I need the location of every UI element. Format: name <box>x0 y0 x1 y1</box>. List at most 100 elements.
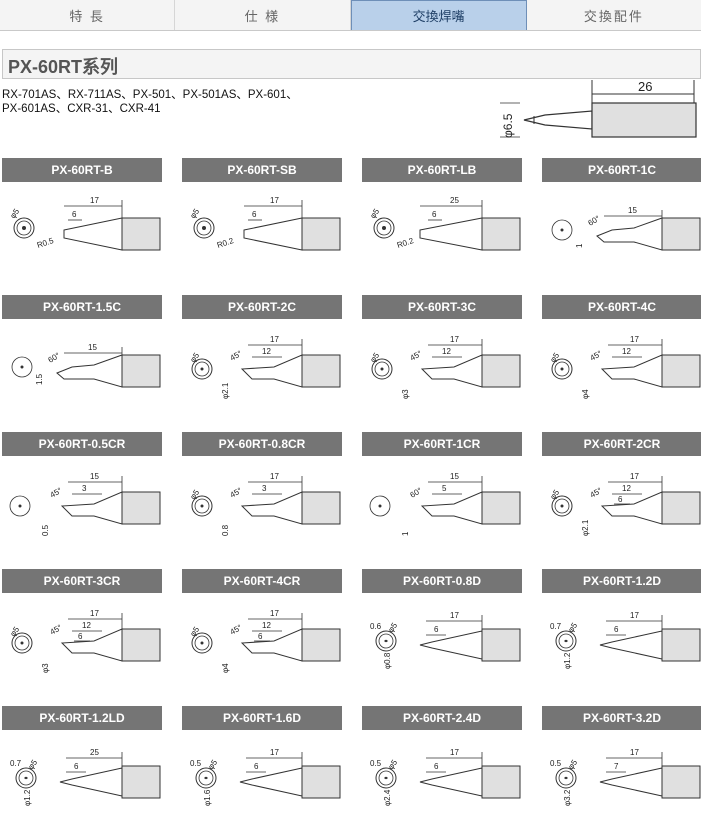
tip-name: PX-60RT-1.2LD <box>2 706 162 730</box>
angle-label: 45° <box>49 486 64 500</box>
length-label: 17 <box>270 335 279 344</box>
length-label: 17 <box>630 611 639 620</box>
length-label: 6 <box>618 495 623 504</box>
length-label: 17 <box>270 472 279 481</box>
length-label: 17 <box>90 196 99 205</box>
tip-name: PX-60RT-0.8CR <box>182 432 342 456</box>
thickness-label: 0.6 <box>370 622 382 631</box>
main-tip-diagram: 26 φ6.5 <box>500 79 697 138</box>
length-label: 6 <box>72 210 77 219</box>
thickness-label: 0.5 <box>550 759 562 768</box>
thickness-label: 1 <box>575 243 584 248</box>
tip-name: PX-60RT-0.5CR <box>2 432 162 456</box>
diameter-label: φ3.2 <box>563 789 572 806</box>
length-label: 17 <box>630 335 639 344</box>
tip-name: PX-60RT-1CR <box>362 432 522 456</box>
tip-name: PX-60RT-3C <box>362 295 522 319</box>
tip-name: PX-60RT-SB <box>182 158 342 182</box>
tip-name: PX-60RT-2CR <box>542 432 701 456</box>
diameter-label: φ5 <box>8 207 21 221</box>
angle-label: 45° <box>229 623 244 637</box>
length-label: 17 <box>630 472 639 481</box>
diameter-label: φ5 <box>368 207 381 221</box>
diameter-label: φ2.4 <box>383 789 392 806</box>
diameter-label: φ3 <box>401 389 410 399</box>
length-label: 12 <box>622 484 631 493</box>
diameter-label: 0.5 <box>41 524 50 536</box>
compatible-models: RX-701AS、RX-711AS、PX-501、PX-501AS、PX-601… <box>2 89 298 115</box>
length-label: 6 <box>258 632 263 641</box>
angle-label: 45° <box>589 349 604 363</box>
length-label: 12 <box>262 621 271 630</box>
thickness-label: 0.7 <box>550 622 562 631</box>
tip-name: PX-60RT-3.2D <box>542 706 701 730</box>
tip-name: PX-60RT-LB <box>362 158 522 182</box>
tip-name: PX-60RT-1.2D <box>542 569 701 593</box>
tip-name: PX-60RT-2.4D <box>362 706 522 730</box>
diameter-label: φ4 <box>581 389 590 399</box>
tip-name: PX-60RT-3CR <box>2 569 162 593</box>
angle-label: 45° <box>49 623 64 637</box>
diameter-label: φ1.2 <box>563 652 572 669</box>
angle-label: 60° <box>587 214 602 228</box>
thickness-label: 1.5 <box>35 373 44 385</box>
length-label: 25 <box>450 196 459 205</box>
length-label: 6 <box>252 210 257 219</box>
tip-name: PX-60RT-1.5C <box>2 295 162 319</box>
length-label: 3 <box>262 484 267 493</box>
tab-replacement-parts[interactable]: 交換配件 <box>583 8 644 24</box>
diameter-label: φ5 <box>188 207 201 221</box>
length-label: 6 <box>74 762 79 771</box>
thickness-label: 0.5 <box>190 759 202 768</box>
length-label: 25 <box>90 748 99 757</box>
angle-label: 60° <box>409 486 424 500</box>
length-label: 17 <box>450 611 459 620</box>
diameter-label: φ4 <box>221 663 230 673</box>
main-length-label: 26 <box>638 79 652 94</box>
length-label: 15 <box>90 472 99 481</box>
angle-label: 60° <box>47 351 62 365</box>
radius-label: R0.2 <box>216 236 235 250</box>
length-label: 17 <box>450 748 459 757</box>
thickness-label: 0.7 <box>10 759 22 768</box>
length-label: 15 <box>628 206 637 215</box>
tab-replacement-tips[interactable]: 交換焊嘴 <box>350 0 527 30</box>
tab-specs[interactable]: 仕 様 <box>175 0 351 30</box>
angle-label: 45° <box>589 486 604 500</box>
length-label: 17 <box>630 748 639 757</box>
length-label: 17 <box>270 196 279 205</box>
series-header: PX-60RT系列 <box>2 49 701 79</box>
tab-features[interactable]: 特 長 <box>0 0 176 30</box>
